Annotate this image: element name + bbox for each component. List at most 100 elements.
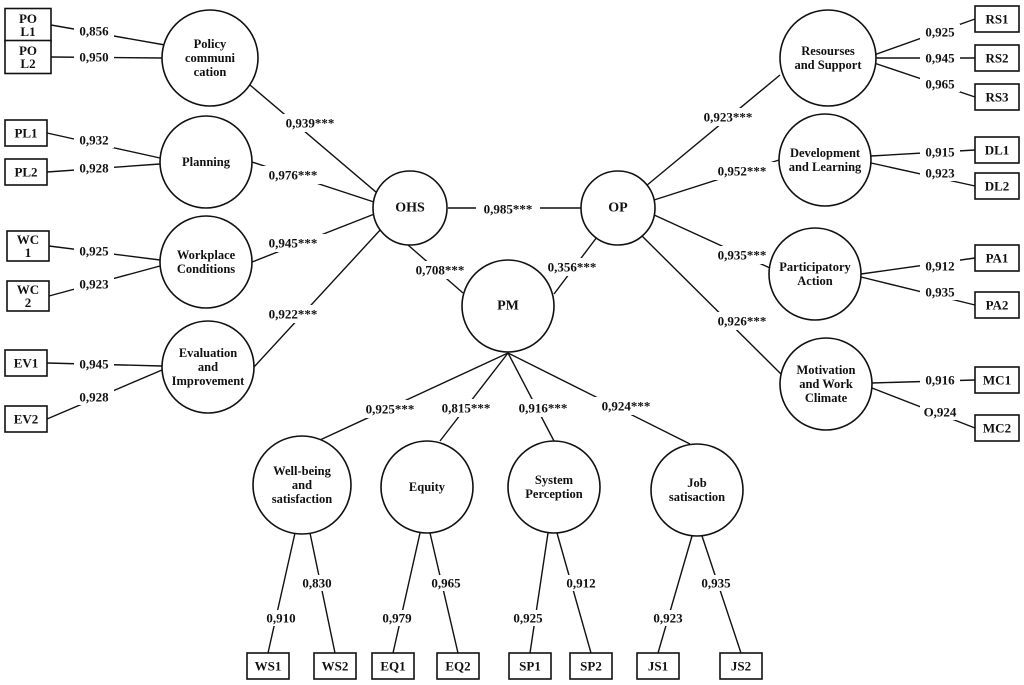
loading-edge-eq1 bbox=[392, 532, 421, 654]
path-label-bg bbox=[261, 166, 325, 184]
indicator-dl2 bbox=[974, 172, 1020, 200]
indicator-label-dl2: DL2 bbox=[985, 179, 1010, 194]
construct-development bbox=[778, 113, 872, 207]
path-label-bg bbox=[594, 397, 658, 415]
path-coef-resources: 0,923*** bbox=[704, 110, 753, 125]
indicator-label-rs3: RS3 bbox=[985, 90, 1009, 105]
loading-dl2: 0,923 bbox=[925, 166, 955, 181]
loading-label-bg bbox=[74, 132, 114, 148]
indicator-wc2 bbox=[6, 280, 50, 312]
loading-label-bg bbox=[74, 389, 114, 405]
path-label-bg bbox=[408, 261, 472, 279]
path-label-bg bbox=[261, 305, 325, 323]
indicator-label-pol1: L1 bbox=[20, 24, 35, 39]
path-label-bg bbox=[261, 234, 325, 252]
indicator-mc1 bbox=[974, 366, 1020, 394]
construct-label-wellbeing: and bbox=[292, 478, 312, 492]
construct-planning bbox=[159, 115, 253, 209]
loading-pol2: 0,950 bbox=[79, 50, 108, 65]
path-coef-system: 0,916*** bbox=[519, 401, 568, 416]
loading-mc2: O,924 bbox=[924, 405, 957, 420]
construct-label-participatory: Participatory bbox=[779, 260, 851, 274]
loading-label-bg bbox=[920, 258, 960, 274]
path-equity bbox=[439, 352, 509, 442]
loading-pa1: 0,912 bbox=[925, 259, 954, 274]
construct-label-evaluation: and bbox=[198, 360, 218, 374]
construct-workplace bbox=[159, 215, 253, 309]
construct-motivation bbox=[779, 337, 873, 431]
indicator-pol1 bbox=[4, 7, 52, 43]
indicator-js2 bbox=[719, 652, 763, 680]
loading-label-bg bbox=[74, 243, 114, 259]
loading-eq1: 0,979 bbox=[382, 611, 412, 626]
loading-label-bg bbox=[920, 24, 960, 40]
construct-label-planning: Planning bbox=[182, 155, 231, 169]
loading-label-bg bbox=[920, 165, 960, 181]
indicator-label-mc1: MC1 bbox=[983, 373, 1011, 388]
loading-label-bg bbox=[74, 49, 114, 65]
indicator-js1 bbox=[636, 652, 680, 680]
indicator-label-wc2: 2 bbox=[25, 295, 32, 310]
loading-js2: 0,935 bbox=[701, 576, 731, 591]
construct-label-wellbeing: Well-being bbox=[273, 464, 331, 478]
loading-sp2: 0,912 bbox=[566, 576, 595, 591]
loading-pl2: 0,928 bbox=[79, 161, 109, 176]
construct-label-development: and Learning bbox=[789, 160, 862, 174]
path-coef-op-pm: 0,356*** bbox=[548, 260, 597, 275]
construct-label-policy: Policy bbox=[194, 37, 227, 51]
loading-label-bg bbox=[920, 284, 960, 300]
path-system bbox=[507, 352, 555, 442]
construct-label-motivation: Climate bbox=[805, 391, 848, 405]
loading-edge-sp1 bbox=[529, 532, 549, 654]
indicator-dl1 bbox=[974, 136, 1020, 164]
indicator-pl1 bbox=[4, 119, 48, 147]
indicator-ws2 bbox=[313, 652, 357, 680]
construct-wellbeing bbox=[252, 435, 352, 535]
path-motivation bbox=[640, 234, 783, 376]
indicator-wc1 bbox=[6, 230, 50, 262]
construct-label-ohs: OHS bbox=[395, 201, 425, 216]
loading-label-bg bbox=[561, 575, 601, 591]
loading-label-bg bbox=[261, 610, 301, 626]
path-evaluation bbox=[253, 227, 383, 368]
indicator-label-ws2: WS2 bbox=[322, 659, 349, 674]
indicator-label-wc2: WC bbox=[17, 282, 39, 297]
loading-edge-pa2 bbox=[860, 276, 976, 306]
indicator-mc2 bbox=[974, 414, 1020, 442]
loading-label-bg bbox=[74, 276, 114, 292]
loading-pol1: 0,856 bbox=[79, 24, 109, 39]
indicator-label-pl2: PL2 bbox=[14, 165, 37, 180]
construct-label-system: System bbox=[535, 473, 574, 487]
path-coef-ohs-op: 0,985*** bbox=[484, 202, 533, 217]
indicator-label-rs2: RS2 bbox=[985, 51, 1008, 66]
loading-edge-js2 bbox=[701, 535, 742, 654]
loading-dl1: 0,915 bbox=[925, 145, 955, 160]
path-coef-evaluation: 0,922*** bbox=[269, 307, 318, 322]
construct-pm bbox=[461, 259, 555, 353]
loading-label-bg bbox=[920, 76, 960, 92]
indicator-label-js1: JS1 bbox=[648, 659, 668, 674]
construct-label-wellbeing: satisfaction bbox=[272, 492, 332, 506]
path-label-bg bbox=[540, 258, 604, 276]
indicator-label-sp2: SP2 bbox=[580, 659, 602, 674]
path-label-bg bbox=[476, 200, 540, 218]
loading-ws1: 0,910 bbox=[266, 611, 295, 626]
indicator-label-wc1: WC bbox=[17, 232, 39, 247]
indicator-sp2 bbox=[569, 652, 613, 680]
path-coef-wellbeing: 0,925*** bbox=[366, 402, 415, 417]
path-wellbeing bbox=[319, 352, 509, 441]
path-coef-motivation: 0,926*** bbox=[718, 314, 767, 329]
indicator-rs3 bbox=[974, 83, 1020, 111]
construct-label-policy: cation bbox=[194, 65, 227, 79]
construct-label-resources: Resourses bbox=[801, 44, 855, 58]
loading-edge-sp2 bbox=[556, 532, 592, 654]
indicator-label-dl1: DL1 bbox=[985, 143, 1010, 158]
construct-label-workplace: Workplace bbox=[177, 248, 236, 262]
construct-label-op: OP bbox=[608, 201, 628, 216]
construct-ohs bbox=[372, 170, 448, 246]
indicator-label-pa1: PA1 bbox=[986, 251, 1009, 266]
path-coef-equity: 0,815*** bbox=[442, 401, 491, 416]
indicator-eq2 bbox=[436, 652, 480, 680]
indicator-label-ev2: EV2 bbox=[14, 412, 39, 427]
construct-label-participatory: Action bbox=[797, 274, 832, 288]
